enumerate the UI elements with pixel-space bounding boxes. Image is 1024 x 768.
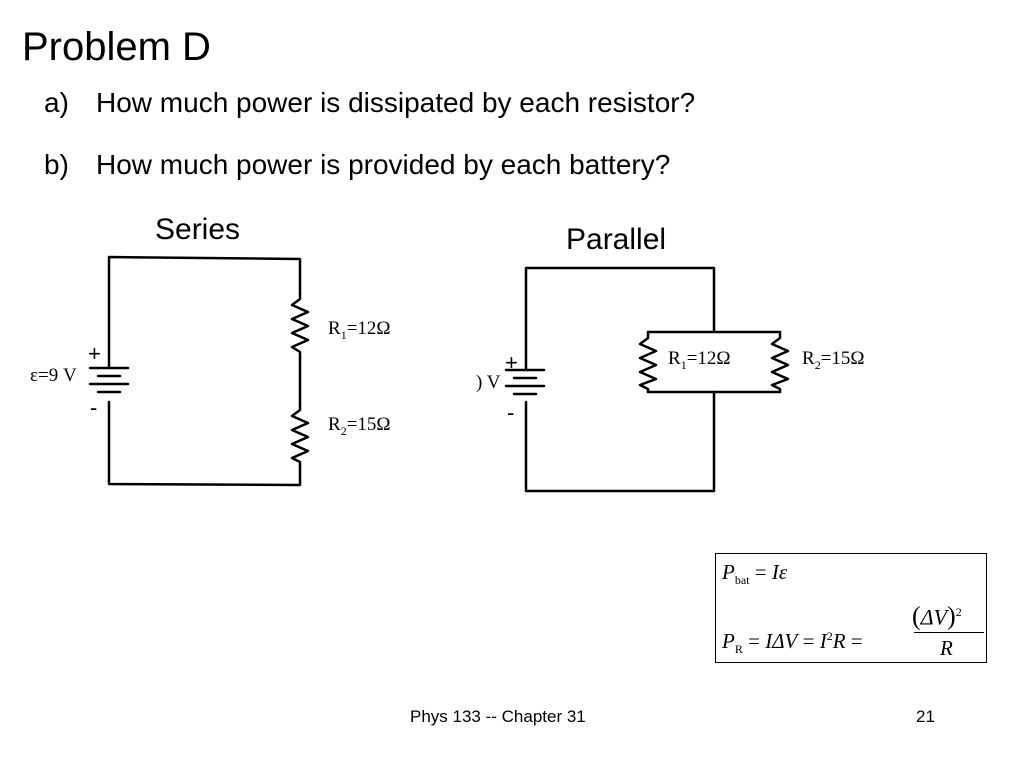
series-r1-label: R1=12Ω — [328, 318, 391, 342]
formula-resistor-power: PR = IΔV = I2R = — [722, 629, 863, 657]
question-a-label: a) — [44, 87, 69, 118]
parallel-battery — [504, 368, 546, 396]
parallel-battery-label: ) V — [476, 372, 501, 393]
series-wire-top — [107, 255, 302, 370]
series-title: Series — [155, 213, 241, 246]
formula-fraction-numerator: (ΔV)2 — [912, 601, 962, 631]
parallel-resistor-r2 — [770, 330, 790, 394]
parallel-r2-label: R2=15Ω — [802, 348, 865, 372]
question-b-text: How much power is provided by each batte… — [96, 149, 671, 180]
series-battery — [88, 366, 130, 394]
question-b-label: b) — [44, 149, 69, 180]
series-minus-sign: - — [90, 395, 98, 420]
series-wire-bottom — [107, 400, 302, 487]
formula-fraction-bar — [914, 632, 984, 633]
parallel-resistor-r1 — [638, 330, 658, 394]
page-number: 21 — [916, 707, 935, 726]
formula-box: Pbat = Iε PR = IΔV = I2R = (ΔV)2 R — [715, 553, 987, 663]
parallel-wire-left-top — [524, 266, 716, 372]
series-resistor-r2 — [290, 402, 310, 467]
series-r2-label: R2=15Ω — [328, 414, 391, 438]
question-a-text: How much power is dissipated by each res… — [96, 87, 696, 118]
question-b: b) How much power is provided by each bat… — [44, 148, 670, 182]
parallel-plus-sign: + — [505, 350, 518, 375]
series-resistor-r1 — [290, 291, 310, 360]
formula-battery-power: Pbat = Iε — [722, 560, 788, 588]
formula-fraction-denominator: R — [940, 636, 953, 660]
parallel-circuit-wires — [524, 266, 782, 493]
footer-text: Phys 133 -- Chapter 31 — [410, 707, 586, 726]
question-a: a) How much power is dissipated by each r… — [44, 86, 695, 120]
parallel-title: Parallel — [566, 223, 667, 256]
series-circuit-wires — [107, 255, 302, 487]
series-battery-label: ε=9 V — [30, 365, 77, 386]
parallel-r1-label: R1=12Ω — [668, 348, 731, 372]
page-title: Problem D — [22, 25, 211, 69]
parallel-minus-sign: - — [507, 400, 515, 425]
series-plus-sign: + — [88, 341, 101, 366]
parallel-wire-left-bottom — [524, 390, 716, 493]
